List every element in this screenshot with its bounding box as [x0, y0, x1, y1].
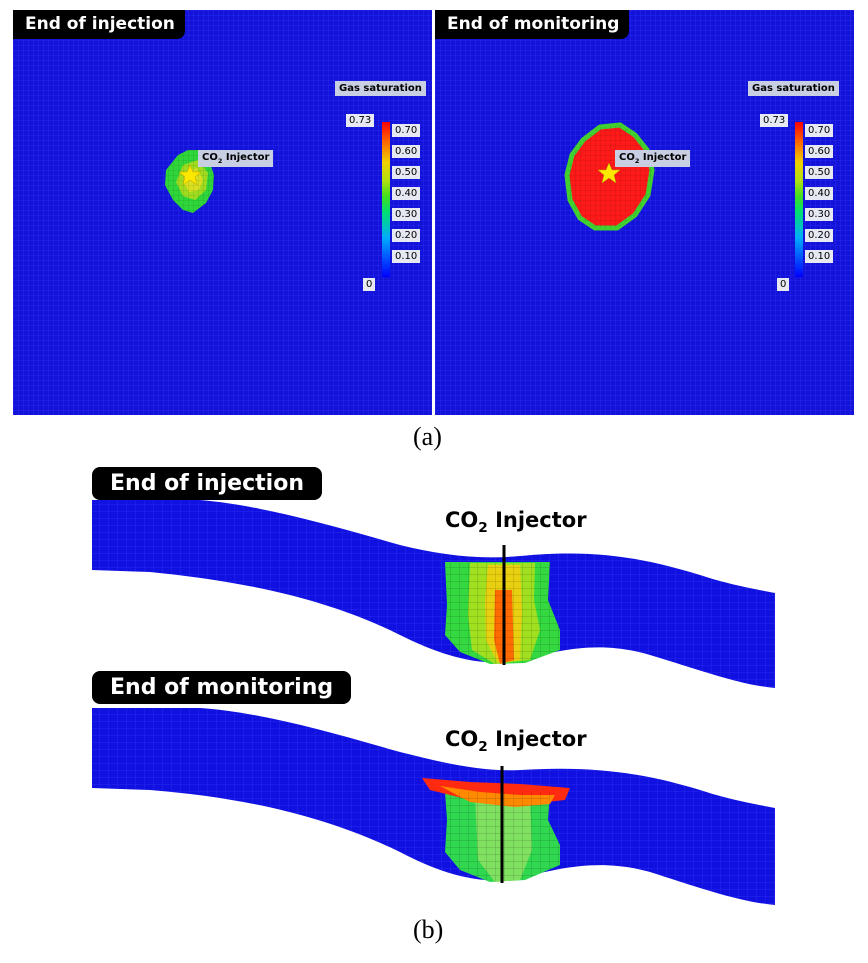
injector-star-icon	[178, 164, 202, 186]
legend-tick: 0.60	[805, 145, 834, 158]
title-end-of-injection: End of injection	[13, 10, 185, 39]
injector-star-icon	[597, 162, 621, 184]
caption-b: (b)	[413, 915, 444, 944]
legend-tick: 0.40	[805, 187, 834, 200]
colorbar	[795, 122, 803, 277]
legend-tick: 0.50	[805, 166, 834, 179]
legend-tick: 0.20	[392, 229, 421, 242]
caption-a: (a)	[413, 422, 442, 451]
map-panel-monitoring: End of monitoring CO2 Injector Gas satur…	[435, 10, 854, 415]
legend-tick: 0.30	[805, 208, 834, 221]
legend-max: 0.73	[760, 114, 789, 127]
title-end-of-monitoring-section: End of monitoring	[92, 671, 352, 704]
legend-tick: 0.40	[392, 187, 421, 200]
legend-min: 0	[777, 278, 790, 291]
legend-tick: 0.60	[392, 145, 421, 158]
injector-label: CO2 Injector	[198, 150, 274, 167]
section-injection	[92, 500, 775, 688]
legend-min: 0	[363, 278, 376, 291]
section-monitoring	[92, 708, 775, 905]
legend-tick: 0.20	[805, 229, 834, 242]
injector-label: CO2 Injector	[615, 150, 691, 167]
map-grid-injection	[13, 10, 432, 415]
legend-max: 0.73	[346, 114, 375, 127]
legend-tick: 0.10	[392, 250, 421, 263]
legend-title: Gas saturation	[748, 81, 839, 96]
title-end-of-monitoring: End of monitoring	[435, 10, 630, 39]
legend-tick: 0.70	[392, 124, 421, 137]
legend-tick: 0.50	[392, 166, 421, 179]
legend-tick: 0.10	[805, 250, 834, 263]
title-end-of-injection-section: End of injection	[92, 467, 322, 500]
legend-title: Gas saturation	[335, 81, 426, 96]
colorbar	[382, 122, 390, 277]
map-panel-injection: End of injection CO2 Injector Gas satura…	[13, 10, 432, 415]
injector-label-section: CO2 Injector	[445, 727, 587, 756]
legend-tick: 0.70	[805, 124, 834, 137]
legend-tick: 0.30	[392, 208, 421, 221]
injector-label-section: CO2 Injector	[445, 508, 587, 537]
